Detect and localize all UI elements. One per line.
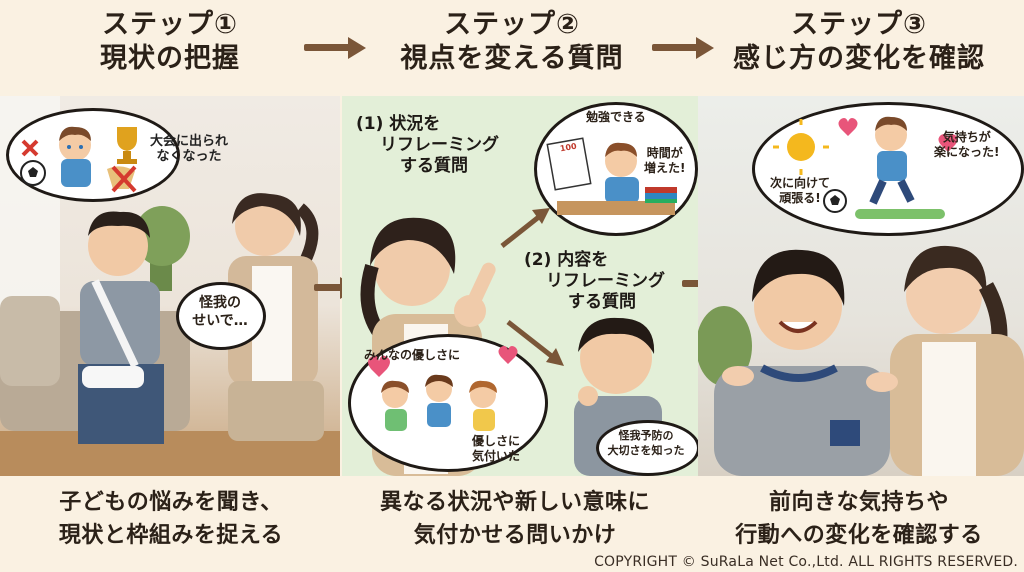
- panel-step2: (1) 状況を リフレーミング する質問 (2) 内容を リフレーミング する質…: [342, 96, 698, 476]
- step2-title-line1: ステップ②: [444, 9, 580, 40]
- panel2-top-bubble-title: 勉強できる: [586, 110, 646, 124]
- heart-icon: [938, 134, 958, 152]
- step2-title: ステップ② 視点を変える質問: [382, 8, 642, 76]
- step3-caption: 前向きな気持ちや 行動への変化を確認する: [735, 490, 983, 548]
- sun-icon: [773, 119, 829, 175]
- arrow-to-boy: [506, 320, 556, 360]
- step3-title-line1: ステップ③: [791, 9, 927, 40]
- panel3-right-text: 気持ちが 楽になった!: [934, 130, 1000, 159]
- step2-caption: 異なる状況や新しい意味に 気付かせる問いかけ: [379, 490, 650, 548]
- step1-caption: 子どもの悩みを聞き、 現状と枠組みを捉える: [58, 490, 284, 548]
- arrow-to-top-bubble: [500, 214, 542, 248]
- books-icon: [645, 187, 677, 203]
- copyright-notice: COPYRIGHT © SuRaLa Net Co.,Ltd. ALL RIGH…: [594, 554, 1018, 570]
- panel1-thought-bubble: [6, 108, 180, 202]
- step1-title-line1: ステップ①: [102, 9, 238, 40]
- step3-title-line2: 感じ方の変化を確認: [733, 43, 985, 74]
- label-situation-reframing: (1) 状況を リフレーミング する質問: [356, 114, 499, 176]
- panel3-illustration: [698, 245, 1024, 476]
- heart-icon: [498, 346, 518, 364]
- panel1-speech-bubble: [176, 282, 266, 350]
- test-paper-icon: [546, 137, 592, 191]
- panel2-top-bubble: [534, 102, 698, 236]
- kind-friends-art: [368, 346, 518, 431]
- heart-icon: [368, 355, 390, 377]
- step2-title-line2: 視点を変える質問: [400, 43, 624, 74]
- studying-boy-art: [546, 137, 677, 215]
- panel3-left-text: 次に向けて 頑張る!: [770, 176, 831, 205]
- trophy-icon: [117, 127, 137, 164]
- panel-step1: 大会に出られ なくなった 怪我の せいで…: [0, 96, 340, 476]
- panel1-speech-text: 怪我の せいで…: [192, 295, 248, 329]
- step1-title-line2: 現状の把握: [100, 43, 240, 74]
- panel2-bottom-bubble-side: 優しさに 気付いた: [472, 434, 521, 463]
- panel2-bottom-bubble: [348, 334, 548, 472]
- panel2-bottom-bubble-title: みんなの優しさに: [364, 348, 461, 362]
- soccer-ball-icon: [20, 160, 46, 186]
- panel2-top-bubble-side: 時間が 増えた!: [644, 146, 686, 175]
- heart-icon: [838, 118, 858, 136]
- soccer-ball-icon: [823, 189, 847, 213]
- step3-title: ステップ③ 感じ方の変化を確認: [729, 8, 989, 76]
- panel2-small-bubble-text: 怪我予防の 大切さを知った: [607, 429, 685, 457]
- step1-title: ステップ① 現状の把握: [40, 8, 300, 76]
- crying-boy-icon: [59, 126, 91, 187]
- panel3-thought-bubble: [752, 102, 1024, 236]
- panel1-thought-art: [20, 126, 137, 193]
- test-paper-score: 100: [559, 141, 578, 154]
- crossed-medal-icon: [107, 165, 137, 193]
- label-content-reframing: (2) 内容を リフレーミング する質問: [524, 250, 665, 312]
- panel-step3: 次に向けて 頑張る! 気持ちが 楽になった!: [698, 96, 1024, 476]
- panel2-small-bubble: [596, 420, 698, 476]
- running-boy-art: [773, 116, 958, 219]
- panel1-thought-text: 大会に出られ なくなった: [150, 134, 229, 164]
- red-x-icon: [21, 139, 39, 157]
